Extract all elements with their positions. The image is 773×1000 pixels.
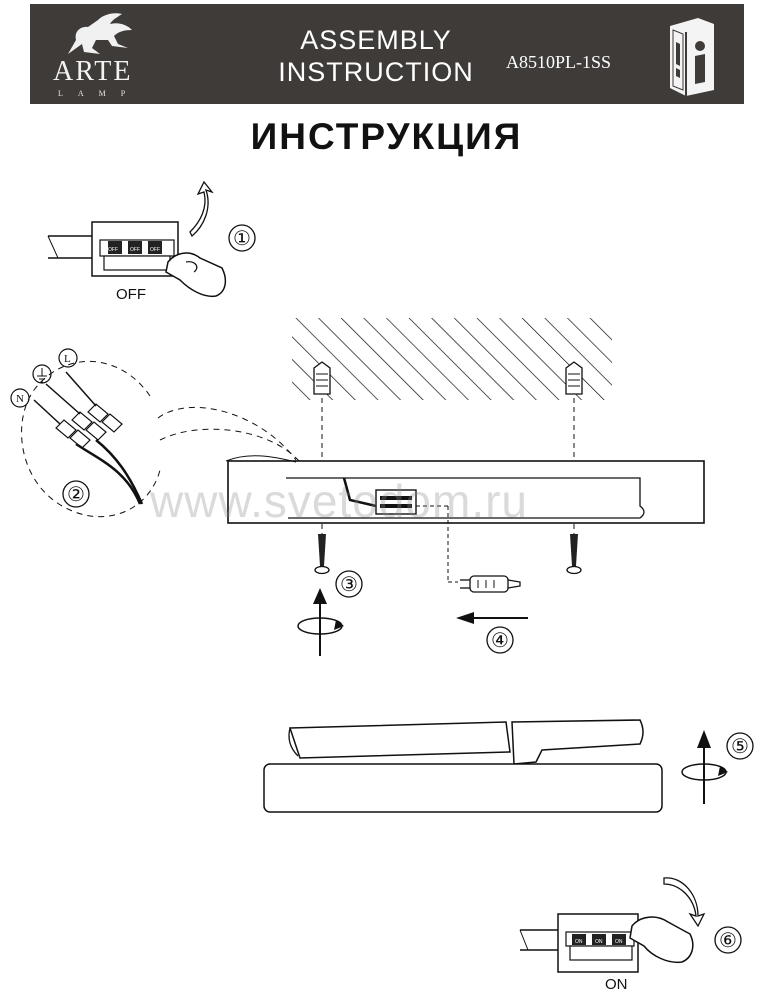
step-5-number: ⑤ bbox=[731, 734, 749, 758]
switch-on-pos2: ON bbox=[595, 939, 603, 945]
header-title-line1: ASSEMBLY bbox=[300, 25, 452, 55]
model-number: A8510PL-1SS bbox=[506, 52, 612, 72]
halogen-bulb bbox=[460, 575, 521, 593]
header-title-line2: INSTRUCTION bbox=[278, 57, 474, 87]
switch-off-pos1: OFF bbox=[108, 247, 118, 253]
switch-on-diagram bbox=[519, 877, 742, 973]
lamp-body bbox=[263, 719, 663, 813]
brand-subtitle: LAMP bbox=[58, 89, 141, 98]
mounting-base bbox=[225, 455, 705, 583]
neutral-wire-label: N bbox=[16, 393, 24, 405]
header-banner: ARTE LAMP ASSEMBLY INSTRUCTION A8510PL-1… bbox=[30, 4, 744, 104]
switch-off-diagram bbox=[47, 180, 256, 298]
watermark: www.svetodom.ru bbox=[150, 475, 529, 527]
live-wire-label: L bbox=[64, 353, 71, 365]
switch-off-label: OFF bbox=[116, 286, 146, 303]
lamp-rotate-arrow-icon bbox=[681, 730, 754, 804]
switch-on-label: ON bbox=[605, 976, 628, 993]
mounting-screws bbox=[314, 534, 582, 575]
insert-arrow-icon bbox=[456, 612, 528, 654]
brand-name: ARTE bbox=[53, 56, 133, 87]
switch-off-pos3: OFF bbox=[150, 247, 160, 253]
manual-info-icon bbox=[670, 18, 714, 96]
step-2-number: ② bbox=[67, 482, 85, 506]
step-6-number: ⑥ bbox=[719, 928, 737, 952]
step-3-number: ③ bbox=[340, 572, 358, 596]
step-4-number: ④ bbox=[491, 628, 509, 652]
switch-on-pos3: ON bbox=[615, 939, 623, 945]
wiring-detail bbox=[10, 348, 301, 518]
header-title: ASSEMBLY INSTRUCTION bbox=[256, 24, 496, 88]
ceiling-hatch bbox=[292, 318, 612, 400]
griffin-logo-icon bbox=[68, 13, 132, 54]
switch-on-pos1: ON bbox=[575, 939, 583, 945]
page-title: ИНСТРУКЦИЯ bbox=[250, 116, 523, 157]
switch-off-pos2: OFF bbox=[130, 247, 140, 253]
screw-rotate-arrow-icon bbox=[297, 570, 363, 656]
step-1-number: ① bbox=[233, 226, 251, 250]
